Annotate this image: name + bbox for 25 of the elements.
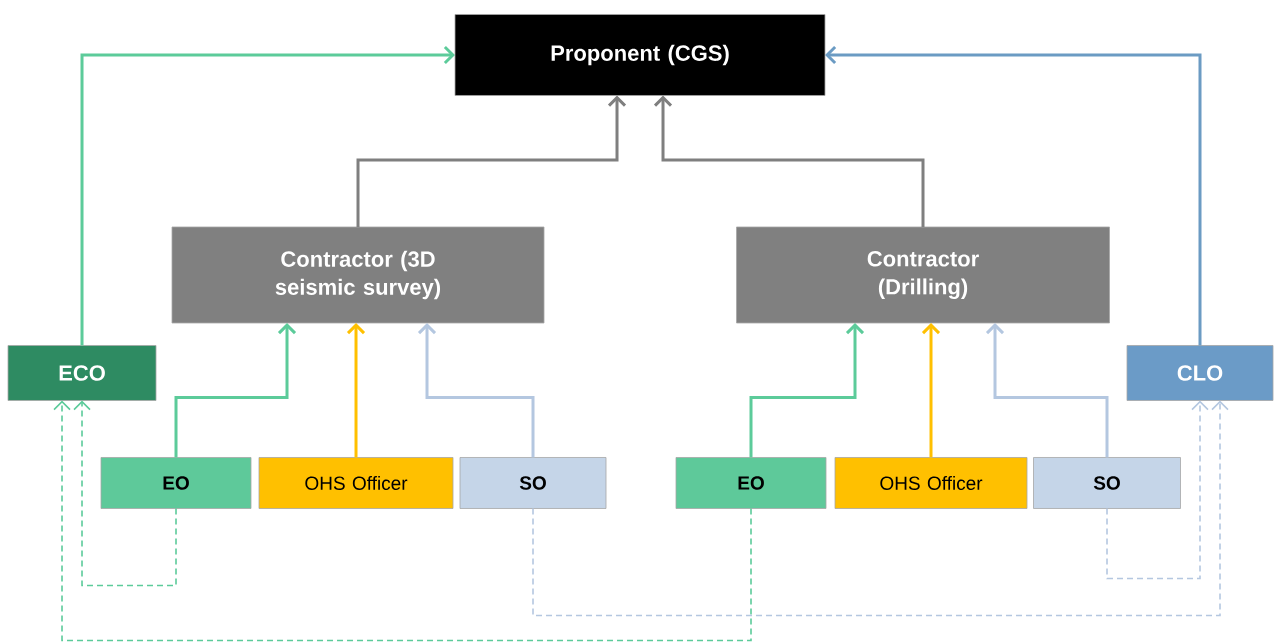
arrow — [417, 323, 535, 458]
arrow — [174, 323, 297, 458]
officer-box: OHS Officer — [258, 457, 454, 509]
officer-box: OHS Officer — [834, 457, 1028, 509]
officer-box: CLO — [1126, 345, 1274, 401]
officer-box: EO — [100, 457, 252, 509]
officer-box: SO — [1033, 457, 1181, 509]
contractor-box: Contractor (3D seismic survey) — [171, 226, 545, 324]
arrow — [532, 400, 1229, 617]
arrow — [749, 323, 865, 458]
officer-box: ECO — [7, 345, 157, 401]
contractor-box: Contractor (Drilling) — [736, 226, 1110, 324]
officer-box: SO — [459, 457, 607, 509]
arrow — [825, 45, 1202, 346]
officer-box: EO — [675, 457, 827, 509]
arrow — [346, 323, 366, 458]
arrow — [1106, 400, 1209, 580]
arrow — [356, 95, 627, 227]
arrow — [985, 323, 1109, 458]
arrow — [53, 400, 752, 642]
arrow — [653, 95, 925, 227]
arrow — [73, 400, 177, 587]
proponent-box: Proponent (CGS) — [454, 14, 826, 96]
arrow — [80, 45, 455, 346]
arrow — [921, 323, 941, 458]
